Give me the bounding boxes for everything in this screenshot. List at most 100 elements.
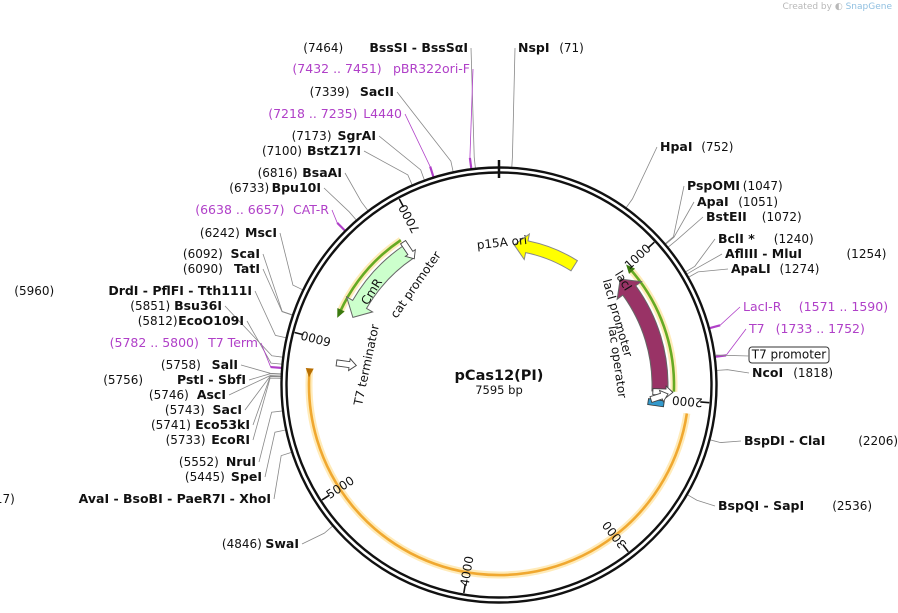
ncoi-site-position: (1818) xyxy=(793,366,833,380)
tick-mark-2000 xyxy=(700,401,710,404)
spei-site-position: (5445) xyxy=(185,470,225,484)
bpu10i-site-leader xyxy=(323,187,358,222)
laci-r-site-leader xyxy=(708,306,741,329)
apali-site-position: (1274) xyxy=(780,262,820,276)
avai-bsobi-paer7i-xhoi-site-position: (5317) xyxy=(0,492,15,506)
swai-site-leader xyxy=(301,525,334,545)
t7-site-position: (1733 .. 1752) xyxy=(776,321,865,336)
scai-site-position: (6092) xyxy=(183,247,223,261)
t7-site-name: T7 xyxy=(748,321,765,336)
bcli-site-name: BclI * xyxy=(718,231,755,246)
bspqi-sapi-site-leader xyxy=(686,493,716,507)
bspqi-sapi-site-name: BspQI - SapI xyxy=(718,498,804,513)
spei-site: SpeI(5445) xyxy=(185,469,262,484)
apali-site-leader xyxy=(687,268,729,279)
pbr322ori-f-site-leader xyxy=(469,68,474,170)
hpai-site-leader xyxy=(625,146,658,209)
ecori-site-name: EcoRI xyxy=(211,432,250,447)
pspomi-site-name: PspOMI xyxy=(687,178,740,193)
tick-label-2000: 2000 xyxy=(671,393,703,410)
tick-mark-7000 xyxy=(398,198,405,208)
eco53ki-site: Eco53kI(5741) xyxy=(151,417,250,432)
bsteii-site-leader xyxy=(666,216,704,249)
sgrai-site-position: (7173) xyxy=(292,129,332,143)
orange-arc xyxy=(307,370,689,577)
bcli-site: BclI *(1240) xyxy=(718,231,814,246)
cat-r-site-position: (6638 .. 6657) xyxy=(195,202,284,217)
bspdi-clai-site: BspDI - ClaI (2206) xyxy=(744,433,898,448)
eco53ki-site-position: (5741) xyxy=(151,418,191,432)
laci-arc-arrowhead xyxy=(626,264,636,274)
bspdi-clai-site-leader xyxy=(708,439,742,443)
bspdi-clai-site-position: (2206) xyxy=(858,434,898,448)
bsteii-site-position: (1072) xyxy=(762,210,802,224)
avai-bsobi-paer7i-xhoi-site-name: AvaI - BsoBI - PaeR7I - XhoI xyxy=(79,491,271,506)
feature-arcs xyxy=(305,237,691,579)
scai-site-name: ScaI xyxy=(231,246,261,261)
credit-prefix: Created by xyxy=(782,2,832,12)
bstz17i-site-position: (7100) xyxy=(262,144,302,158)
bpu10i-site-position: (6733) xyxy=(229,181,269,195)
tick-mark-4000 xyxy=(463,584,467,594)
cmr-arc-arrowhead xyxy=(337,308,345,318)
bsaai-site-position: (6816) xyxy=(258,166,298,180)
bsteii-site-name: BstEII xyxy=(706,209,747,224)
bsaai-site-leader xyxy=(344,172,369,212)
sali-site: SalI(5758) xyxy=(161,357,238,372)
cat-promoter-arrow xyxy=(399,239,416,260)
tati-site-leader xyxy=(262,268,294,316)
apali-site-name: ApaLI xyxy=(731,261,771,276)
laci-r-site: LacI-R(1571 .. 1590) xyxy=(743,299,888,314)
pspomi-site-position: (1047) xyxy=(743,179,783,193)
nrui-site-leader xyxy=(258,410,284,463)
leader-lines xyxy=(224,47,750,545)
ecoo109i-site-leader xyxy=(246,320,284,365)
ecori-site-position: (5733) xyxy=(166,433,206,447)
bsssi-bsss-i-site-position: (7464) xyxy=(303,41,343,55)
ecoo109i-site: EcoO109I(5812) xyxy=(138,313,244,328)
psti-sbfi-site-name: PstI - SbfI xyxy=(177,372,246,387)
sacii-site: SacII(7339) xyxy=(310,84,394,99)
bpu10i-site-name: Bpu10I xyxy=(272,180,321,195)
plasmid-backbone xyxy=(280,160,718,604)
msci-site-position: (6242) xyxy=(200,226,240,240)
l4440-site: L4440(7218 .. 7235) xyxy=(268,106,402,121)
ecori-site: EcoRI (5733) xyxy=(166,432,250,447)
snapgene-logo-icon: ◐ xyxy=(834,2,843,12)
saci-site-name: SacI xyxy=(213,402,243,417)
ecori-site-leader xyxy=(252,377,283,441)
ncoi-site-name: NcoI xyxy=(752,365,783,380)
tati-site: TatI(6090) xyxy=(183,261,260,276)
nspi-site: NspI(71) xyxy=(518,40,584,55)
tati-site-name: TatI xyxy=(234,261,260,276)
avai-bsobi-paer7i-xhoi-site: AvaI - BsoBI - PaeR7I - XhoI (5317) xyxy=(0,491,271,506)
sgrai-site-leader xyxy=(378,135,426,182)
bsssi-bsss-i-site: BssSI - BssSαI (7464) xyxy=(303,40,468,55)
plasmid-name: pCas12(PI) xyxy=(455,368,544,384)
nspi-site-leader xyxy=(511,47,516,169)
bspdi-clai-site-name: BspDI - ClaI xyxy=(744,433,825,448)
laci-arrow xyxy=(616,278,669,392)
bsssi-bsss-i-site-name: BssSI - BssSαI xyxy=(369,40,468,55)
bspqi-sapi-site: BspQI - SapI (2536) xyxy=(718,498,872,513)
bspqi-sapi-site-position: (2536) xyxy=(832,499,872,513)
bstz17i-site-name: BstZ17I xyxy=(307,143,361,158)
t7-terminator-arrow xyxy=(335,357,358,372)
drdi-pflfi-tth111i-site-name: DrdI - PflFI - Tth111I xyxy=(108,283,252,298)
pspomi-site: PspOMI(1047) xyxy=(687,178,783,193)
bsaai-site-name: BsaAI xyxy=(302,165,342,180)
t7-term-site-position: (5782 .. 5800) xyxy=(110,335,199,350)
bsu36i-site: Bsu36I(5851) xyxy=(130,298,222,313)
sali-site-position: (5758) xyxy=(161,358,201,372)
l4440-site-name: L4440 xyxy=(363,106,402,121)
tick-label-6000: 6000 xyxy=(299,328,332,349)
nrui-site: NruI(5552) xyxy=(179,454,256,469)
ecoo109i-site-position: (5812) xyxy=(138,314,178,328)
laci-r-site-name: LacI-R xyxy=(743,299,782,314)
pbr322ori-f-site-marker xyxy=(468,157,473,170)
ncoi-site-leader xyxy=(715,369,750,374)
sgrai-site-name: SgrAI xyxy=(338,128,376,143)
asci-site-position: (5746) xyxy=(149,388,189,402)
pspomi-site-leader xyxy=(664,185,685,245)
